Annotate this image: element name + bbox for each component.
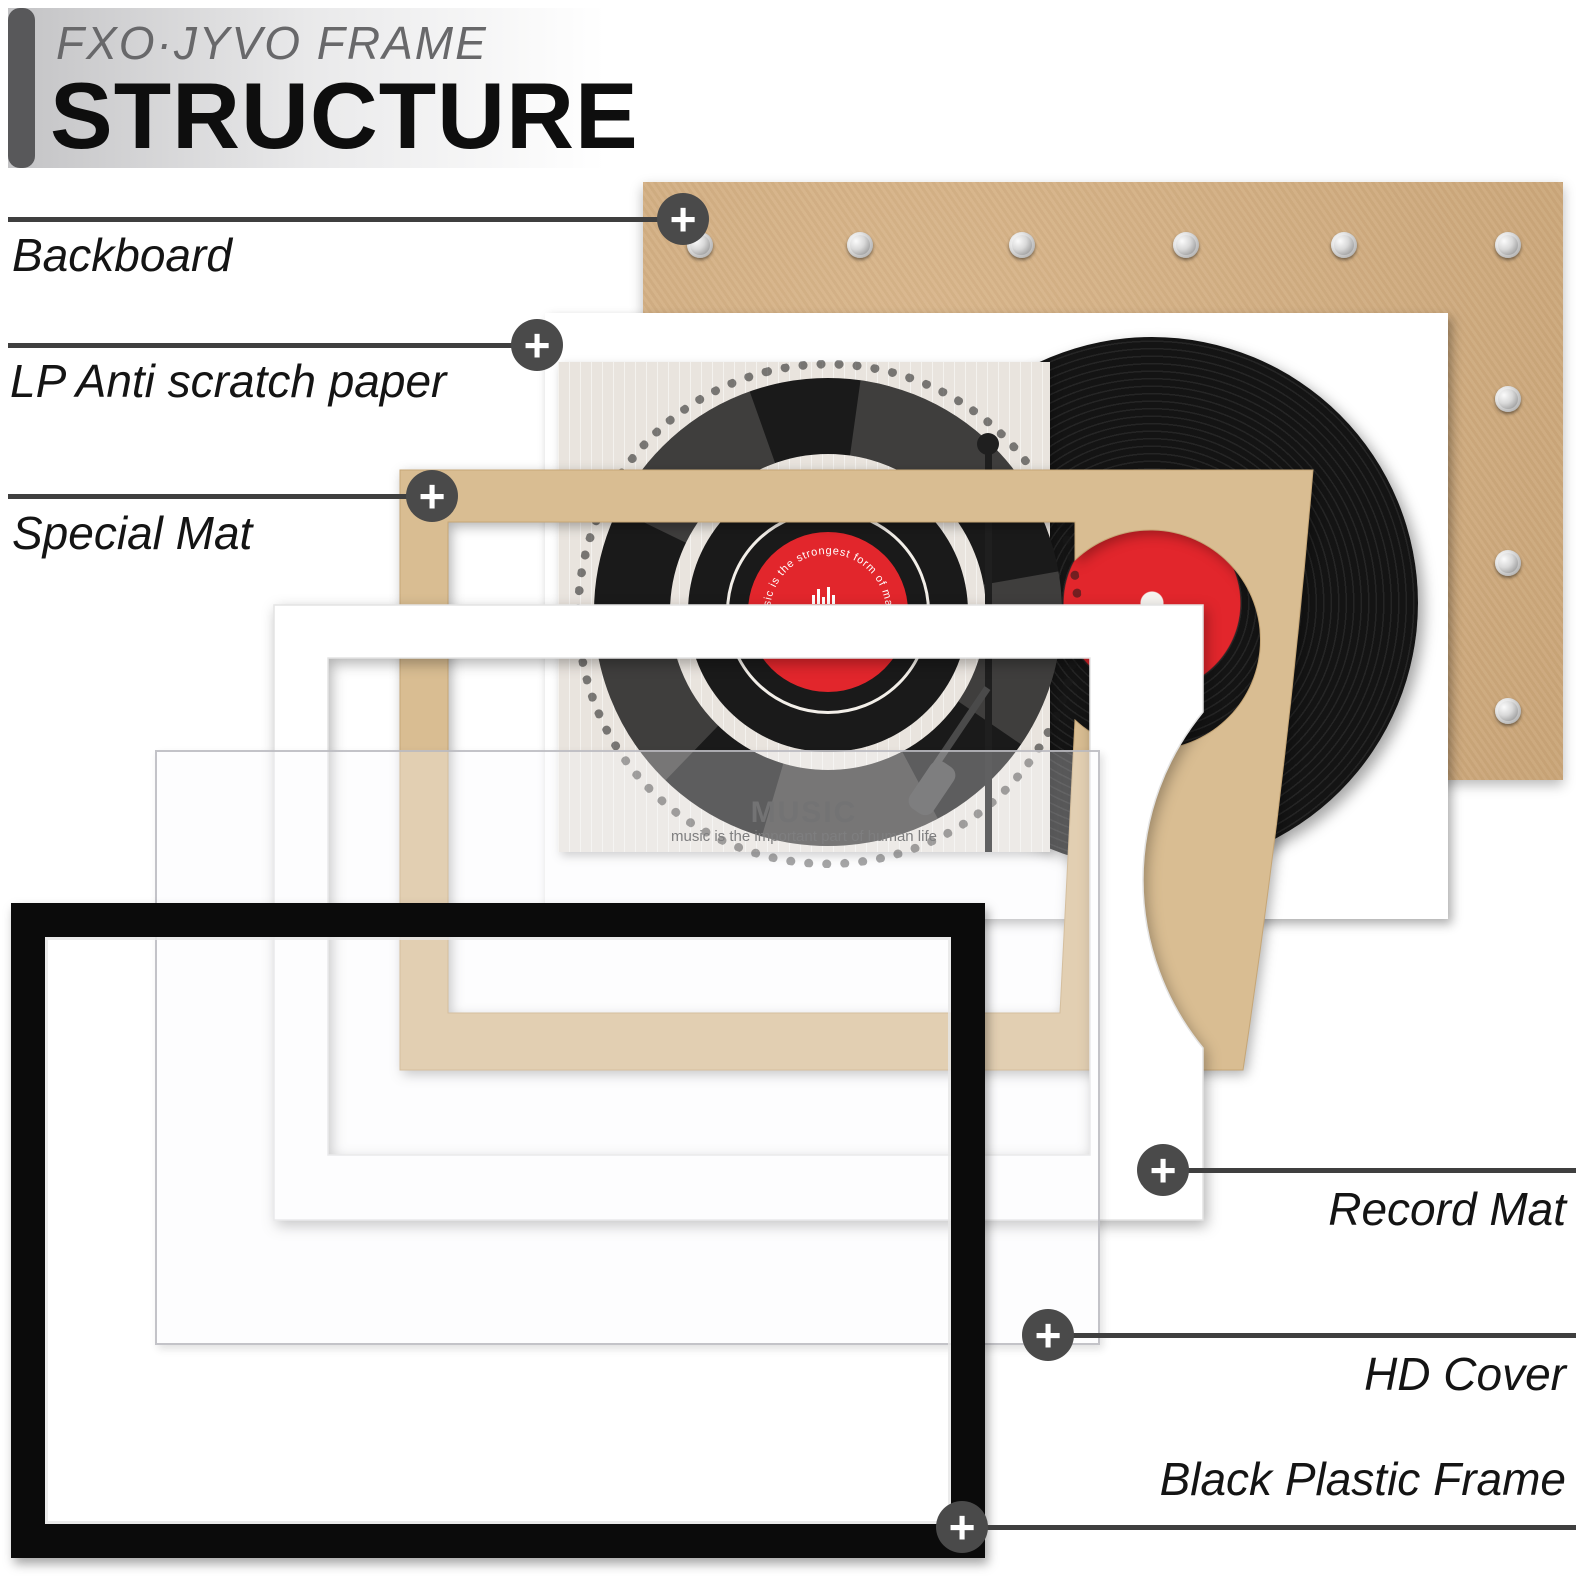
callout-label-special-mat: Special Mat <box>12 507 253 559</box>
callout-label-backboard: Backboard <box>12 229 232 281</box>
art-label-arc-text: Music is the strongest form of magic <box>558 362 894 614</box>
plus-icon: + <box>936 1501 988 1553</box>
plus-glyph: + <box>523 319 551 371</box>
plus-icon: + <box>511 319 563 371</box>
callout-line-lp-paper <box>8 343 537 348</box>
callout-label-lp-paper: LP Anti scratch paper <box>10 355 447 407</box>
screw-icon <box>1495 550 1521 576</box>
plus-glyph: + <box>1149 1144 1177 1196</box>
callout-label-hd-cover: HD Cover <box>1364 1348 1566 1400</box>
spindle-hole <box>823 607 833 617</box>
callout-label-black-frame: Black Plastic Frame <box>1159 1453 1566 1505</box>
plus-glyph: + <box>948 1501 976 1553</box>
callout-line-backboard <box>8 217 683 222</box>
callout-line-black-frame <box>962 1525 1576 1530</box>
plus-icon: + <box>406 470 458 522</box>
screw-icon <box>1495 232 1521 258</box>
screw-icon <box>1173 232 1199 258</box>
plus-glyph: + <box>669 193 697 245</box>
callout-line-record-mat <box>1163 1168 1576 1173</box>
screw-icon <box>1495 386 1521 412</box>
page-title: STRUCTURE <box>50 63 639 168</box>
callout-line-hd-cover <box>1048 1333 1576 1338</box>
screw-icon <box>1331 232 1357 258</box>
screw-icon <box>847 232 873 258</box>
black-plastic-frame-layer <box>11 903 985 1558</box>
plus-glyph: + <box>418 470 446 522</box>
plus-glyph: + <box>1034 1309 1062 1361</box>
plus-icon: + <box>657 193 709 245</box>
plus-icon: + <box>1022 1309 1074 1361</box>
brand-title: FXO·JYVO FRAME <box>56 17 488 69</box>
screw-icon <box>1009 232 1035 258</box>
svg-text:Music is the strongest form of: Music is the strongest form of magic <box>558 362 895 614</box>
screw-icon <box>1495 698 1521 724</box>
plus-icon: + <box>1137 1144 1189 1196</box>
title-accent-bar <box>8 8 35 168</box>
callout-line-special-mat <box>8 494 432 499</box>
title-box <box>8 8 672 168</box>
equalizer-icon <box>812 586 846 604</box>
callout-label-record-mat: Record Mat <box>1328 1183 1566 1235</box>
